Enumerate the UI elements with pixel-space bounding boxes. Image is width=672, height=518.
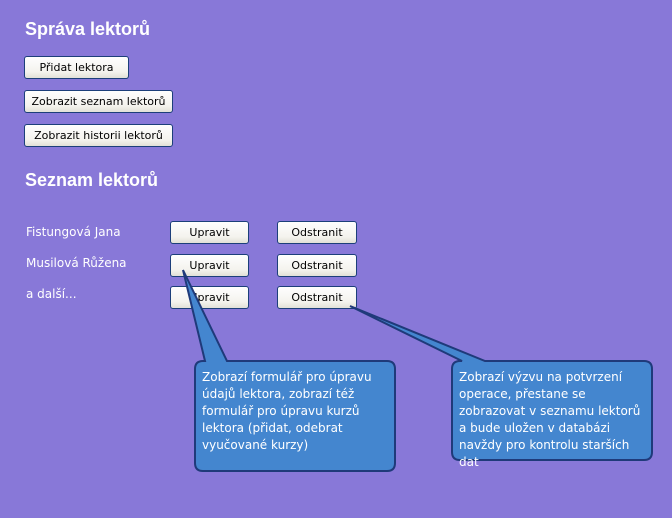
remove-button[interactable]: Odstranit (277, 221, 357, 244)
page-title: Správa lektorů (25, 19, 151, 39)
list-title: Seznam lektorů (25, 170, 159, 190)
lecturer-name: Fistungová Jana (26, 225, 121, 239)
edit-button[interactable]: Upravit (170, 286, 249, 309)
remove-button[interactable]: Odstranit (277, 286, 357, 309)
show-lecturer-history-button[interactable]: Zobrazit historii lektorů (24, 124, 173, 147)
edit-button[interactable]: Upravit (170, 221, 249, 244)
remove-button[interactable]: Odstranit (277, 254, 357, 277)
remove-callout-text: Zobrazí výzvu na potvrzení operace, přes… (459, 370, 641, 469)
edit-button[interactable]: Upravit (170, 254, 249, 277)
lecturer-name: a další... (26, 287, 77, 301)
add-lecturer-button[interactable]: Přidat lektora (24, 56, 129, 79)
lecturer-name: Musilová Růžena (26, 256, 127, 270)
edit-callout-text: Zobrazí formulář pro úpravu údajů lektor… (202, 370, 372, 452)
show-lecturer-list-button[interactable]: Zobrazit seznam lektorů (24, 90, 173, 113)
